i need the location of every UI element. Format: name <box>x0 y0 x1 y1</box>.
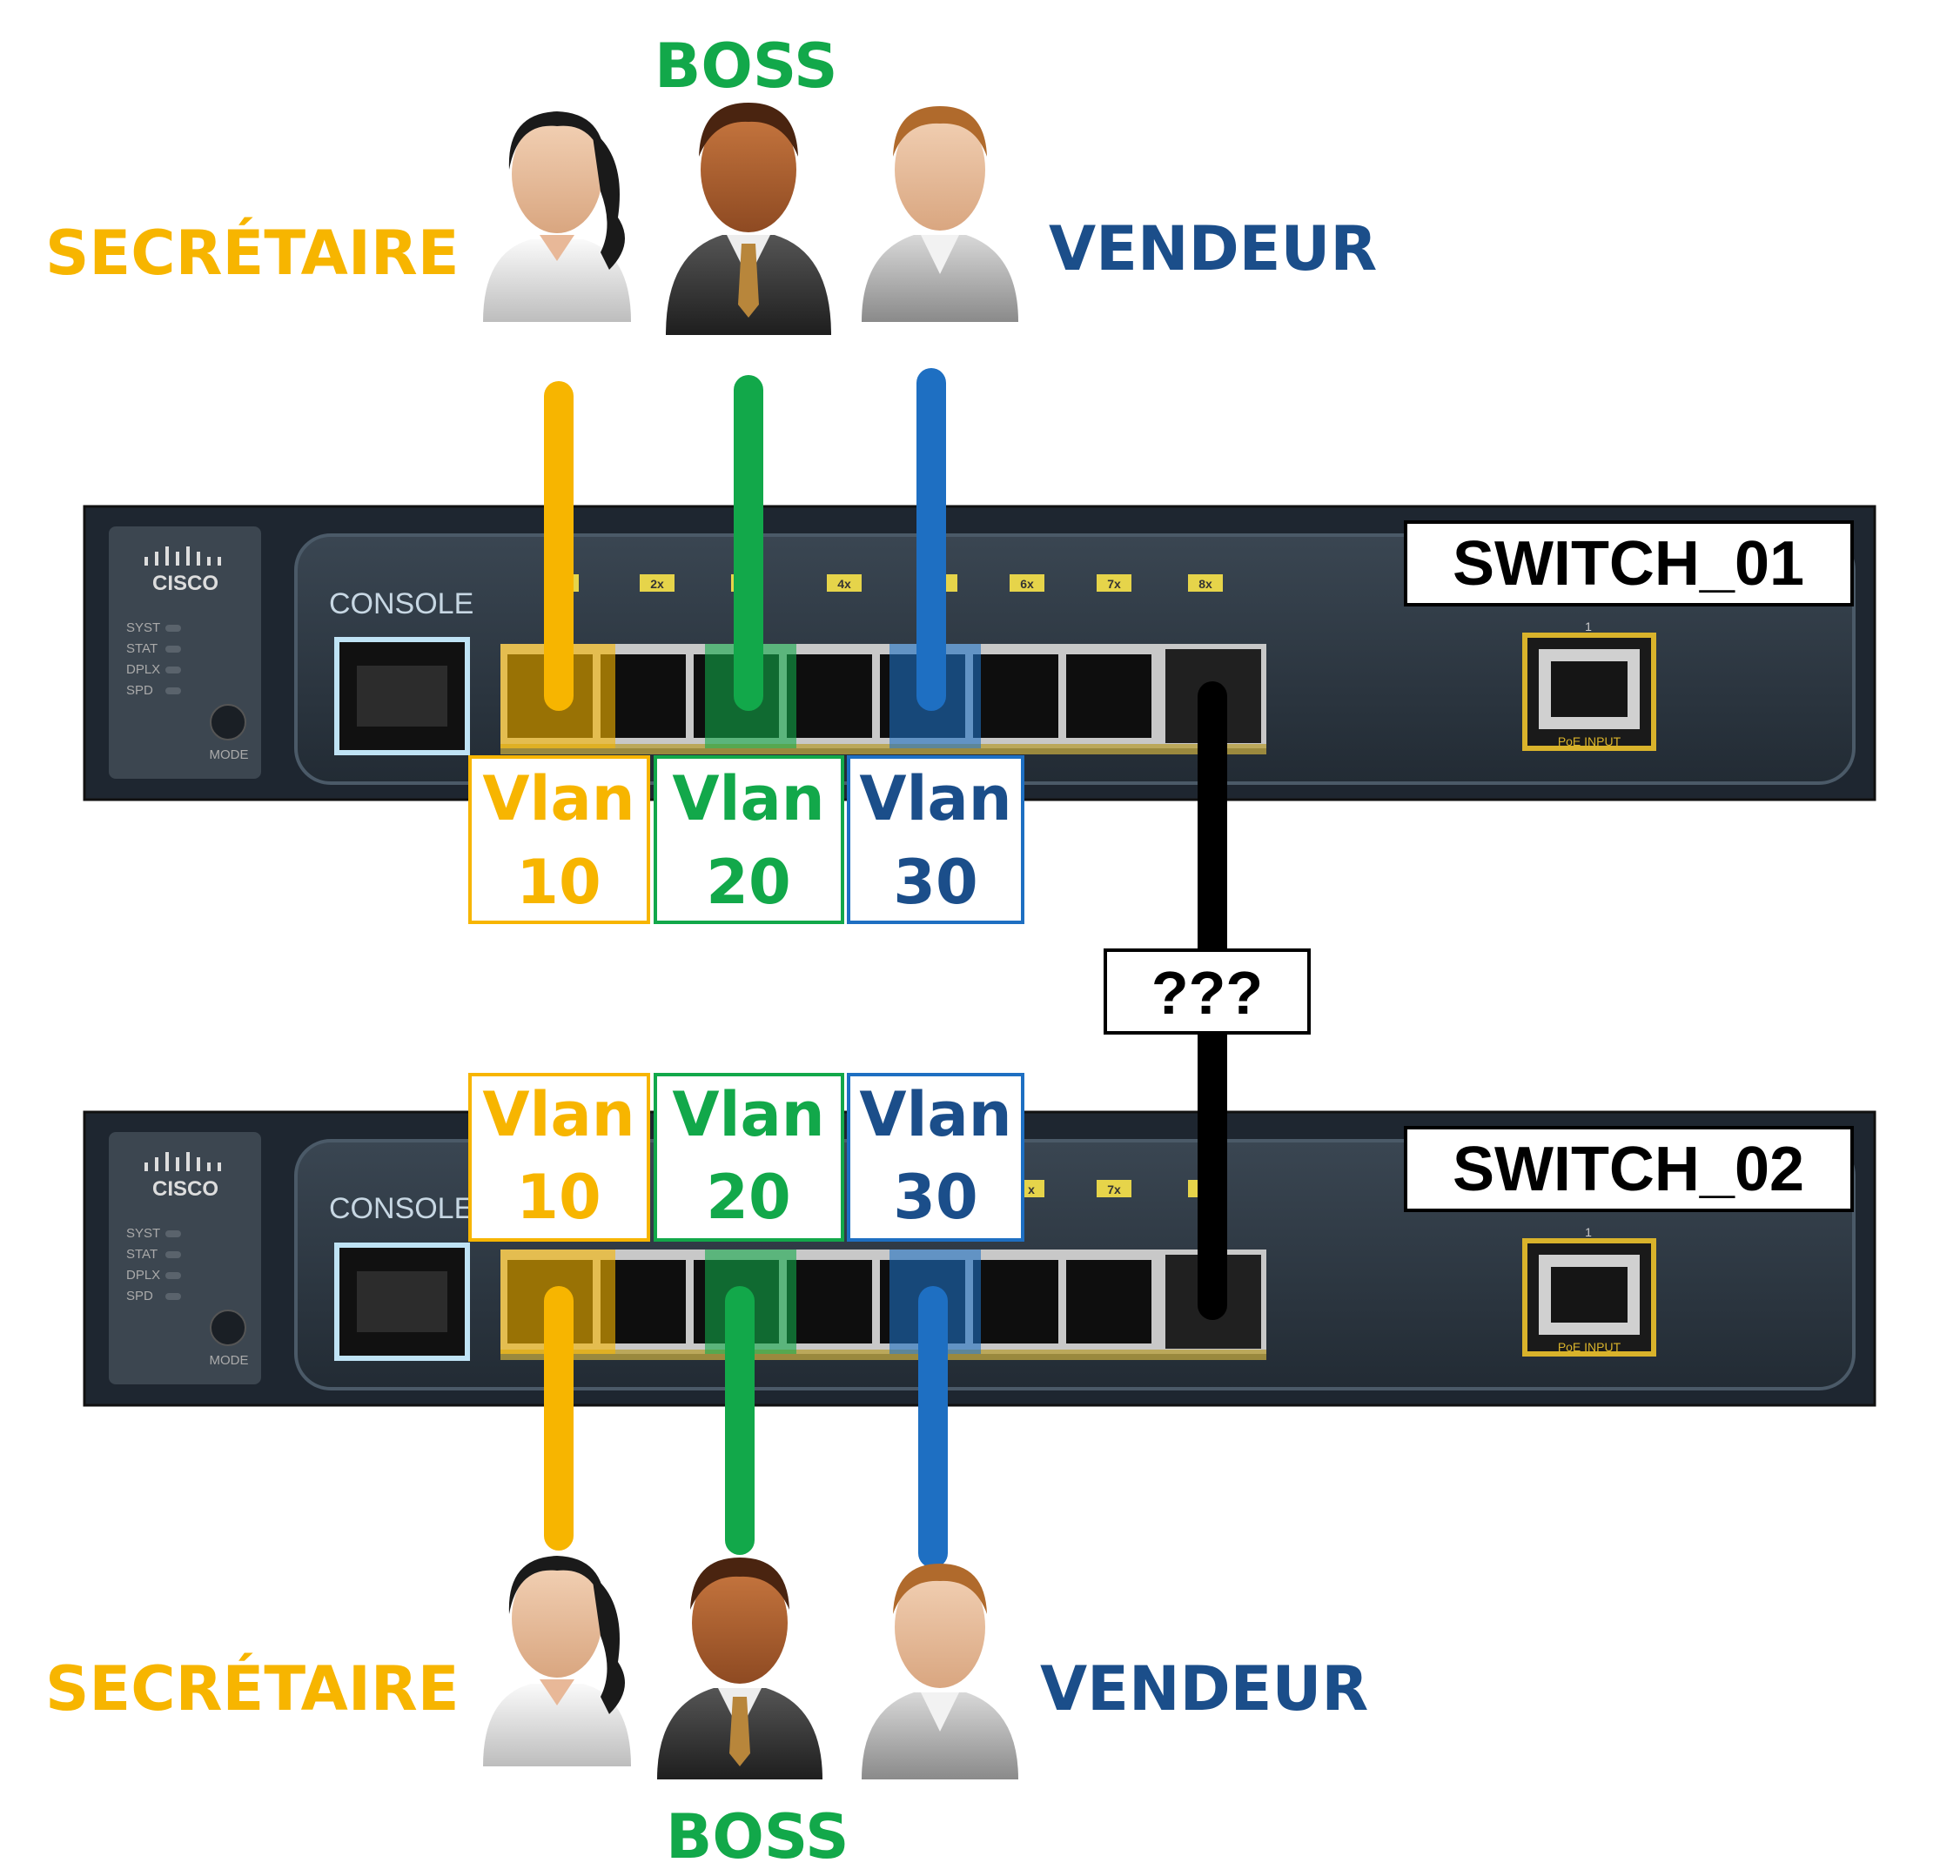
svg-text:2x: 2x <box>650 577 664 591</box>
svg-text:Vlan: Vlan <box>482 763 634 834</box>
svg-text:20: 20 <box>706 847 790 918</box>
switch-02-led-syst: SYST <box>126 1226 160 1241</box>
bottom-secretaire-label: SECRÉTAIRE <box>45 1653 460 1725</box>
top-vendeur-label: VENDEUR <box>1049 213 1377 285</box>
switch-02-port-4 <box>787 1260 872 1343</box>
switch-01-mode-label: MODE <box>210 747 249 762</box>
svg-text:7x: 7x <box>1107 1183 1121 1196</box>
switch-01-poe-label: PoE INPUT <box>1558 734 1621 748</box>
switch-01-brand: CISCO <box>152 572 218 595</box>
trunk-label-box <box>1104 948 1311 1035</box>
bottom-boss-avatar-icon <box>657 1558 822 1779</box>
svg-text:20: 20 <box>706 1162 790 1233</box>
switch-02-ethernet-ports[interactable] <box>507 1255 1261 1349</box>
switch-02-poe-label: PoE INPUT <box>1558 1340 1621 1354</box>
switch-01-name: SWITCH_01 <box>1453 529 1804 599</box>
switch-01-led-spd: SPD <box>126 683 153 698</box>
bottom-vendeur-avatar-icon <box>862 1564 1018 1779</box>
svg-text:Vlan: Vlan <box>859 763 1011 834</box>
switch-02-vlan-10: Vlan 10 <box>468 1073 650 1242</box>
svg-text:x: x <box>1028 1183 1035 1196</box>
svg-text:4x: 4x <box>837 577 851 591</box>
switch-01-console-label: CONSOLE <box>329 587 473 620</box>
svg-text:10: 10 <box>516 847 601 918</box>
svg-text:6x: 6x <box>1020 577 1034 591</box>
switch-01-vlan-30: Vlan 30 <box>847 755 1024 924</box>
switch-02-mode-label: MODE <box>210 1353 249 1368</box>
switch-02-port-7 <box>1066 1260 1151 1343</box>
svg-text:Vlan: Vlan <box>859 1079 1011 1150</box>
switch-02-led-stat: STAT <box>126 1247 158 1262</box>
top-vendeur-avatar-icon <box>862 106 1018 322</box>
switch-01-vlan-10: Vlan 10 <box>468 755 650 924</box>
switch-02-port-6 <box>973 1260 1058 1343</box>
cisco-logo-icon <box>144 1152 221 1171</box>
bottom-vendeur-label: VENDEUR <box>1040 1653 1368 1725</box>
bottom-secretaire-avatar-icon <box>483 1556 631 1766</box>
svg-text:8x: 8x <box>1198 577 1212 591</box>
top-boss-avatar-icon <box>666 103 831 335</box>
switch-02-mode-button[interactable] <box>210 1310 246 1346</box>
switch-02-vlan-30: Vlan 30 <box>847 1073 1024 1242</box>
svg-text:7x: 7x <box>1107 577 1121 591</box>
bottom-boss-label: BOSS <box>666 1801 849 1873</box>
switch-01-vlan-20: Vlan 20 <box>654 755 844 924</box>
switch-02-uplink-number: 1 <box>1585 1225 1592 1239</box>
switch-01-ethernet-ports[interactable] <box>507 649 1261 743</box>
switch-01-mode-button[interactable] <box>210 704 246 740</box>
switch-01-port-7 <box>1066 654 1151 738</box>
switch-02-name: SWITCH_02 <box>1453 1135 1804 1204</box>
switch-01-led-syst: SYST <box>126 620 160 635</box>
switch-02-console-label: CONSOLE <box>329 1192 473 1225</box>
cisco-logo-icon <box>144 546 221 566</box>
switch-01-uplink-number: 1 <box>1585 620 1592 633</box>
switch-02-led-spd: SPD <box>126 1289 153 1303</box>
svg-text:Vlan: Vlan <box>482 1079 634 1150</box>
bottom-cables <box>544 1286 948 1568</box>
svg-text:Vlan: Vlan <box>672 1079 824 1150</box>
switch-02-brand: CISCO <box>152 1177 218 1201</box>
switch-01: CISCO SYST STAT DPLX SPD MODE CONSOLE 2x… <box>83 505 1876 801</box>
svg-text:30: 30 <box>893 847 977 918</box>
top-secretaire-label: SECRÉTAIRE <box>45 218 460 289</box>
svg-text:10: 10 <box>516 1162 601 1233</box>
svg-text:Vlan: Vlan <box>672 763 824 834</box>
switch-01-led-dplx: DPLX <box>126 662 160 677</box>
switch-02-led-dplx: DPLX <box>126 1268 160 1283</box>
trunk-label: ??? <box>1151 959 1263 1027</box>
top-cables <box>544 368 946 711</box>
top-boss-label: BOSS <box>654 30 838 102</box>
switch-01-led-stat: STAT <box>126 641 158 656</box>
switch-02-vlan-20: Vlan 20 <box>654 1073 844 1242</box>
switch-01-port-4 <box>787 654 872 738</box>
switch-01-port-6 <box>973 654 1058 738</box>
top-secretaire-avatar-icon <box>483 111 631 322</box>
svg-text:30: 30 <box>893 1162 977 1233</box>
